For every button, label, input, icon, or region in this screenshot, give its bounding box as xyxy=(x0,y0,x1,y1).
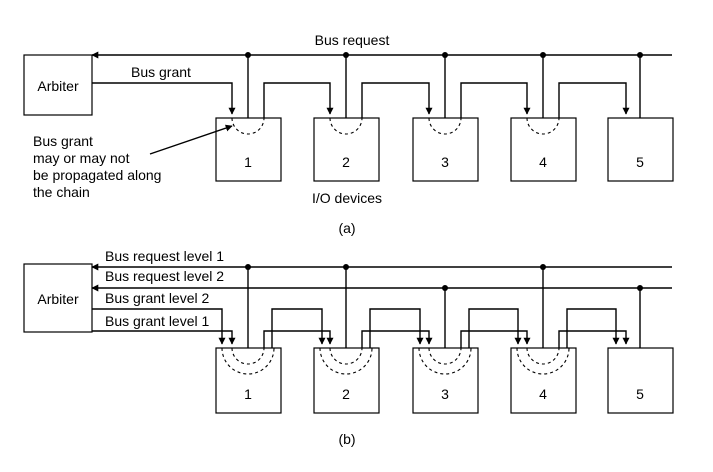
caption-a: (a) xyxy=(338,220,355,236)
device-number-a-3: 3 xyxy=(441,154,449,170)
device-box-b-5 xyxy=(607,347,674,414)
device-number-a-1: 1 xyxy=(244,154,252,170)
devices-a: 1 2 3 4 5 xyxy=(215,117,674,182)
note-pointer-arrow xyxy=(149,124,233,155)
arbiter-label-b: Arbiter xyxy=(37,291,79,307)
bus-grant-level2-line-4 xyxy=(468,308,522,348)
devices-b: 1 2 3 4 5 xyxy=(215,347,674,414)
caption-b: (b) xyxy=(338,431,355,447)
request-taps-level1 xyxy=(245,264,546,348)
bus-grant-level2-line-3 xyxy=(369,308,424,348)
bus-grant-level1-line-5 xyxy=(558,330,630,348)
bus-grant-level2-line-1 xyxy=(92,308,226,345)
arbiter-box-a xyxy=(23,54,93,116)
device-box-b-2 xyxy=(313,347,380,414)
device-box-a-1 xyxy=(215,117,282,182)
bus-request-level1-label: Bus request level 1 xyxy=(105,248,224,264)
bus-grant-level2-line-2 xyxy=(271,308,326,348)
note-line-1: Bus grant xyxy=(33,133,93,149)
device-number-b-4: 4 xyxy=(539,386,547,402)
request-taps-level2 xyxy=(442,285,643,348)
device-number-a-5: 5 xyxy=(636,154,644,170)
device-number-a-4: 4 xyxy=(539,154,547,170)
device-number-b-5: 5 xyxy=(636,386,644,402)
bus-grant-line-3 xyxy=(361,82,433,118)
bus-grant-line-2 xyxy=(263,82,334,118)
note-line-3: be propagated along xyxy=(33,167,161,183)
device-box-b-4 xyxy=(510,347,577,414)
device-box-a-3 xyxy=(412,117,479,182)
bus-grant-line-1 xyxy=(92,82,236,115)
bus-grant-line-4 xyxy=(460,82,531,118)
device-number-b-2: 2 xyxy=(342,386,350,402)
bus-request-level2-label: Bus request level 2 xyxy=(105,268,224,284)
bus-grant-level2-line-5 xyxy=(566,308,620,348)
diagram-b: Arbiter Bus request level 1 Bus request … xyxy=(23,248,674,447)
note-line-4: the chain xyxy=(33,184,90,200)
device-box-a-4 xyxy=(510,117,577,182)
diagram-a: Arbiter Bus request Bus grant xyxy=(23,32,674,236)
bus-grant-level2-label: Bus grant level 2 xyxy=(105,290,209,306)
device-number-b-1: 1 xyxy=(244,386,252,402)
arbiter-label-a: Arbiter xyxy=(37,78,79,94)
bus-grant-label: Bus grant xyxy=(131,64,191,80)
bus-grant-level1-line-3 xyxy=(361,330,433,348)
request-taps-a xyxy=(245,52,643,118)
bus-grant-level1-line-2 xyxy=(263,330,334,348)
bus-grant-line-5 xyxy=(558,82,630,118)
device-number-b-3: 3 xyxy=(441,386,449,402)
device-box-b-1 xyxy=(215,347,282,414)
device-box-a-2 xyxy=(313,117,380,182)
device-number-a-2: 2 xyxy=(342,154,350,170)
arbiter-box-b xyxy=(23,263,93,333)
bus-grant-level1-line-1 xyxy=(92,330,236,345)
bus-request-label: Bus request xyxy=(315,32,390,48)
io-devices-label: I/O devices xyxy=(312,190,382,206)
note-line-2: may or may not xyxy=(33,150,130,166)
device-box-a-5 xyxy=(607,117,674,182)
bus-grant-level1-line-4 xyxy=(460,330,531,348)
device-box-b-3 xyxy=(412,347,479,414)
bus-grant-level1-label: Bus grant level 1 xyxy=(105,313,209,329)
